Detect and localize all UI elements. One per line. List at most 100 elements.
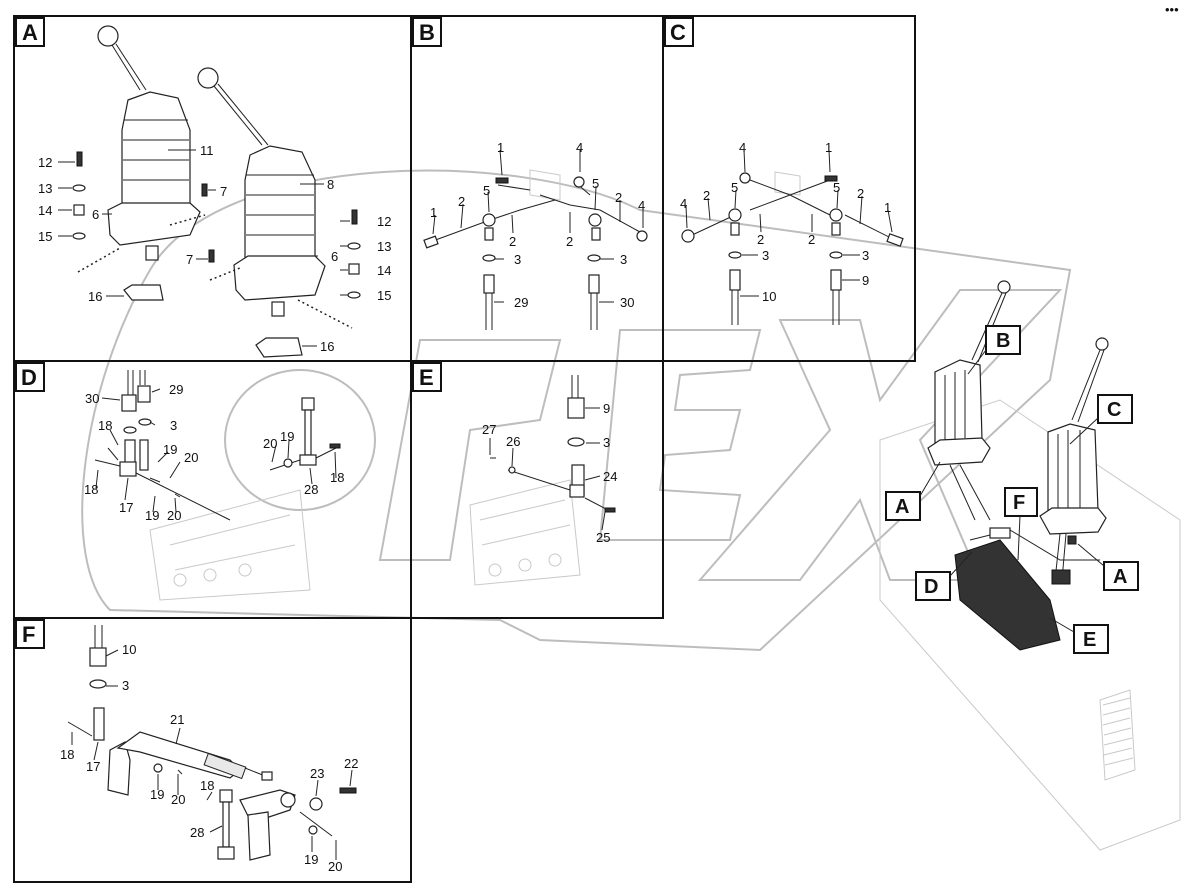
overview-labels: B C A F D A E: [885, 325, 1139, 654]
callout-label: 10: [762, 289, 776, 304]
panel-D-callouts: 30 29 3 18 19 20 18 17 19 20 20 19 28 18: [84, 382, 344, 523]
svg-text:D: D: [21, 365, 37, 390]
callout-label: 6: [331, 249, 338, 264]
callout-label: 15: [38, 229, 52, 244]
callout-label: 19: [150, 787, 164, 802]
callout-label: 19: [280, 429, 294, 444]
callout-label: 14: [377, 263, 391, 278]
callout-label: 1: [430, 205, 437, 220]
callout-label: 9: [603, 401, 610, 416]
callout-label: 18: [60, 747, 74, 762]
panel-E-callouts: 9 3 27 26 24 25: [482, 401, 617, 545]
callout-label: 19: [163, 442, 177, 457]
callout-label: 3: [122, 678, 129, 693]
callout-label: 30: [85, 391, 99, 406]
svg-text:C: C: [670, 20, 686, 45]
callout-label: 3: [170, 418, 177, 433]
overview-label-C: C: [1107, 399, 1121, 421]
callout-label: 5: [592, 176, 599, 191]
callout-label: 28: [304, 482, 318, 497]
callout-label: 2: [857, 186, 864, 201]
panel-A-callouts: 11 8 12 13 14 15 6 7 12 13 14 15 7 6 16 …: [38, 143, 391, 354]
svg-text:A: A: [22, 20, 38, 45]
callout-label: 7: [220, 184, 227, 199]
callout-label: 11: [200, 143, 214, 158]
callout-label: 3: [603, 435, 610, 450]
overview-label-D: D: [924, 576, 938, 598]
callout-label: 20: [167, 508, 181, 523]
callout-label: 1: [884, 200, 891, 215]
callout-label: 12: [377, 214, 391, 229]
callout-label: 26: [506, 434, 520, 449]
callout-label: 9: [862, 273, 869, 288]
callout-label: 20: [171, 792, 185, 807]
callout-label: 28: [190, 825, 204, 840]
callout-label: 4: [638, 198, 645, 213]
callout-label: 30: [620, 295, 634, 310]
callout-label: 8: [327, 177, 334, 192]
callout-label: 20: [263, 436, 277, 451]
callout-label: 13: [377, 239, 391, 254]
callout-label: 1: [497, 140, 504, 155]
overview-label-A-left: A: [895, 496, 909, 518]
panel-B-drawing: [423, 149, 648, 330]
panel-letter-B: B: [412, 17, 442, 47]
panel-frames: [13, 15, 916, 883]
callout-label: 3: [514, 252, 521, 267]
overview-label-E: E: [1083, 629, 1096, 651]
panel-A-drawing: [58, 25, 361, 358]
callout-label: 2: [615, 190, 622, 205]
callout-label: 17: [86, 759, 100, 774]
callout-label: 29: [169, 382, 183, 397]
panel-letter-E: E: [412, 362, 442, 392]
panel-C-drawing: [681, 149, 904, 325]
svg-text:B: B: [419, 20, 435, 45]
callout-label: 2: [509, 234, 516, 249]
callout-label: 4: [739, 140, 746, 155]
panel-letter-A: A: [15, 17, 45, 47]
callout-label: 7: [186, 252, 193, 267]
callout-label: 18: [84, 482, 98, 497]
panel-C-callouts: 4 1 5 5 4 2 2 1 2 2 3 3 10 9: [680, 140, 891, 304]
panel-letter-D: D: [15, 362, 45, 392]
callout-label: 19: [304, 852, 318, 867]
callout-label: 3: [862, 248, 869, 263]
callout-label: 21: [170, 712, 184, 727]
callout-label: 2: [458, 194, 465, 209]
callout-label: 3: [620, 252, 627, 267]
svg-text:F: F: [22, 622, 35, 647]
callout-label: 2: [808, 232, 815, 247]
callout-label: 1: [825, 140, 832, 155]
overview-label-F: F: [1013, 492, 1025, 514]
callout-label: 3: [762, 248, 769, 263]
panel-B-callouts: 1 4 5 5 1 2 2 4 2 2 3 3 29 30: [430, 140, 645, 310]
callout-label: 24: [603, 469, 617, 484]
overview-label-A-right: A: [1113, 566, 1127, 588]
callout-label: 2: [566, 234, 573, 249]
callout-label: 22: [344, 756, 358, 771]
panel-letter-C: C: [664, 17, 694, 47]
callout-label: 12: [38, 155, 52, 170]
callout-label: 10: [122, 642, 136, 657]
callout-label: 6: [92, 207, 99, 222]
panel-F-drawing: [67, 625, 357, 861]
callout-label: 14: [38, 203, 52, 218]
callout-label: 4: [680, 196, 687, 211]
panel-F-callouts: 10 3 21 18 17 19 20 18 23 22 28 19 20: [60, 642, 358, 874]
corner-mark: •••: [1165, 2, 1179, 17]
callout-label: 25: [596, 530, 610, 545]
callout-label: 5: [833, 180, 840, 195]
callout-label: 16: [88, 289, 102, 304]
overview-label-B: B: [996, 330, 1010, 352]
callout-label: 20: [184, 450, 198, 465]
callout-label: 29: [514, 295, 528, 310]
callout-label: 18: [200, 778, 214, 793]
callout-label: 17: [119, 500, 133, 515]
svg-text:E: E: [419, 365, 434, 390]
callout-label: 5: [483, 183, 490, 198]
panel-E-drawing: [469, 375, 616, 586]
callout-label: 19: [145, 508, 159, 523]
callout-label: 16: [320, 339, 334, 354]
callout-label: 2: [757, 232, 764, 247]
